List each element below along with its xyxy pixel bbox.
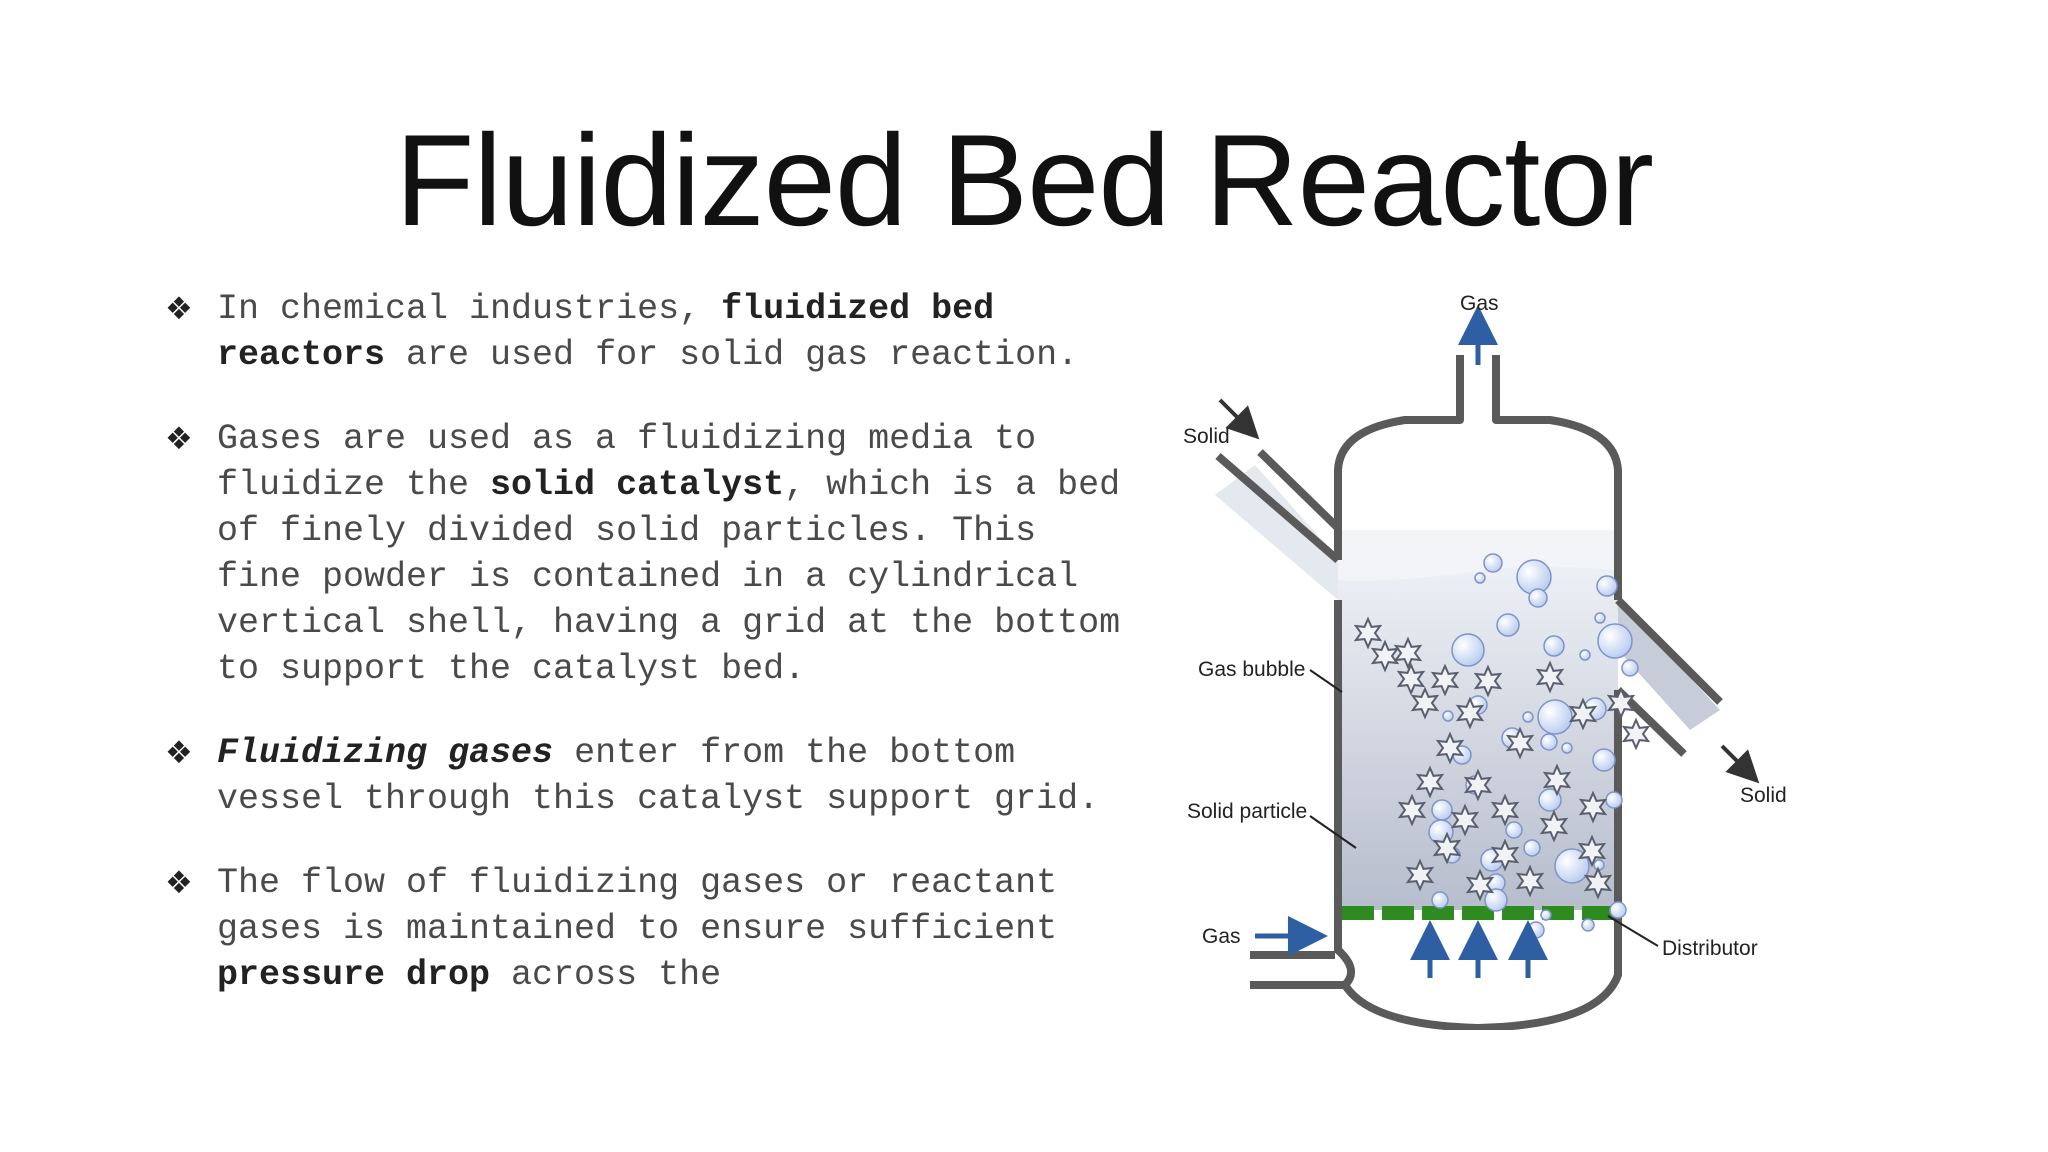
bullet-diamond-icon: ❖ bbox=[165, 291, 193, 327]
bullet-item: ❖ Gases are used as a fluidizing media to… bbox=[165, 416, 1125, 692]
solid-in-arrow bbox=[1218, 398, 1260, 440]
gas-bubble-icon bbox=[1442, 710, 1454, 722]
flow-arrows bbox=[1218, 305, 1760, 978]
gas-bubble-icon bbox=[1431, 799, 1453, 821]
gas-bubble-icon bbox=[1592, 748, 1616, 772]
solid-particle-star-icon bbox=[1542, 763, 1572, 797]
solid-particle-star-icon bbox=[1415, 765, 1445, 799]
bullet-text-segment: fluidized bed reactors bbox=[217, 289, 995, 375]
gas-bubble-icon bbox=[1523, 839, 1541, 857]
solid-particles bbox=[1353, 616, 1651, 902]
fluidized-bed bbox=[1215, 465, 1720, 910]
gas-bubble-icon bbox=[1522, 711, 1534, 723]
solid-particle-star-icon bbox=[1583, 866, 1613, 900]
bullet-text-segment: In chemical industries, bbox=[217, 289, 722, 329]
solid-particle-star-icon bbox=[1515, 864, 1545, 898]
gas-bubble-icon bbox=[1483, 553, 1503, 573]
gas-bubble-icon bbox=[1540, 733, 1558, 751]
gas-bubble-icon bbox=[1581, 918, 1595, 932]
solid-particle-star-icon bbox=[1405, 858, 1435, 892]
bullet-diamond-icon: ❖ bbox=[165, 865, 193, 901]
gas-bubble-icon bbox=[1540, 909, 1552, 921]
bullet-text-segment: Gases are used as a fluidizing media to … bbox=[217, 419, 1037, 505]
label-gas-top: Gas bbox=[1460, 292, 1499, 315]
label-distributor: Distributor bbox=[1662, 937, 1758, 960]
solid-particle-star-icon bbox=[1397, 793, 1427, 827]
solid-particle-leader bbox=[1309, 815, 1357, 849]
gas-bubble-icon bbox=[1543, 635, 1565, 657]
bullet-text-segment: Fluidizing gases bbox=[217, 733, 554, 773]
solid-particle-star-icon bbox=[1353, 616, 1383, 650]
solid-particle-star-icon bbox=[1463, 768, 1493, 802]
slide-title: Fluidized Bed Reactor bbox=[395, 107, 1654, 253]
solid-particle-star-icon bbox=[1396, 662, 1426, 696]
distributor-leader bbox=[1607, 915, 1659, 947]
solid-particle-star-icon bbox=[1577, 834, 1607, 868]
vessel-wall bbox=[1215, 355, 1723, 1030]
bullet-diamond-icon: ❖ bbox=[165, 421, 193, 457]
solid-particle-star-icon bbox=[1432, 831, 1462, 865]
bullet-text-segment: across the bbox=[490, 955, 722, 995]
solid-particle-star-icon bbox=[1473, 664, 1503, 698]
solid-particle-star-icon bbox=[1450, 803, 1480, 837]
solid-particle-star-icon bbox=[1490, 838, 1520, 872]
gas-bubble-icon bbox=[1605, 791, 1623, 809]
fluidized-bed-reactor-diagram: Gas Solid Gas bubble Solid particle Gas … bbox=[1183, 292, 1787, 1030]
solid-particle-star-icon bbox=[1410, 686, 1440, 720]
bullet-item: ❖ The flow of fluidizing gases or reactan… bbox=[165, 860, 1125, 998]
distributor-grid bbox=[1342, 906, 1614, 920]
bullet-text-segment: enter from the bottom vessel through thi… bbox=[217, 733, 1100, 819]
gas-bubble-icon bbox=[1505, 821, 1523, 839]
label-solid-in: Solid bbox=[1183, 425, 1230, 448]
gas-bubble-icon bbox=[1451, 633, 1485, 667]
label-solid-particle: Solid particle bbox=[1187, 800, 1307, 823]
gas-bubble-icon bbox=[1527, 921, 1545, 939]
bullet-text-segment: , which is a bed of finely divided solid… bbox=[217, 465, 1121, 689]
bullet-text-segment: pressure drop bbox=[217, 955, 491, 995]
solid-particle-star-icon bbox=[1465, 868, 1495, 902]
gas-bubble-icon bbox=[1516, 559, 1552, 595]
bullet-text-segment: solid catalyst bbox=[490, 465, 785, 505]
solid-particle-star-icon bbox=[1505, 726, 1535, 760]
solid-particle-star-icon bbox=[1393, 636, 1423, 670]
label-gas-bubble: Gas bubble bbox=[1198, 658, 1305, 681]
gas-bubble-icon bbox=[1609, 901, 1627, 919]
solid-particle-star-icon bbox=[1455, 696, 1485, 730]
solid-particle-star-icon bbox=[1539, 809, 1569, 843]
gas-bubble-icon bbox=[1594, 612, 1606, 624]
gas-bubble-icon bbox=[1597, 623, 1633, 659]
bullet-text-segment: are used for solid gas reaction. bbox=[385, 335, 1079, 375]
gas-bubble-icon bbox=[1537, 699, 1573, 735]
gas-bubble-icon bbox=[1538, 788, 1562, 812]
solid-particle-star-icon bbox=[1490, 793, 1520, 827]
solid-particle-star-icon bbox=[1435, 731, 1465, 765]
gas-bubble-icon bbox=[1484, 888, 1508, 912]
solid-particle-star-icon bbox=[1430, 663, 1460, 697]
gas-bubble-icon bbox=[1579, 649, 1591, 661]
label-solid-out: Solid bbox=[1740, 784, 1787, 807]
gas-bubble-icon bbox=[1596, 575, 1618, 597]
solid-particle-star-icon bbox=[1568, 697, 1598, 731]
bullet-diamond-icon: ❖ bbox=[165, 735, 193, 771]
solid-particle-star-icon bbox=[1535, 660, 1565, 694]
solid-particle-star-icon bbox=[1578, 790, 1608, 824]
gas-bubble-icon bbox=[1528, 588, 1548, 608]
solid-particle-star-icon bbox=[1606, 686, 1636, 720]
gas-bubble-icon bbox=[1431, 891, 1449, 909]
gas-bubble-icon bbox=[1561, 742, 1573, 754]
bullet-item: ❖ Fluidizing gases enter from the bottom … bbox=[165, 730, 1125, 822]
gas-bubble-icon bbox=[1496, 613, 1520, 637]
bullet-list: ❖ In chemical industries, fluidized bed r… bbox=[165, 286, 1125, 1036]
gas-bubble-icon bbox=[1474, 572, 1486, 584]
gas-bubble-icon bbox=[1621, 659, 1639, 677]
bullet-text-segment: The flow of fluidizing gases or reactant… bbox=[217, 863, 1058, 949]
solid-out-arrow bbox=[1720, 744, 1760, 784]
solid-particle-star-icon bbox=[1621, 717, 1651, 751]
gas-bubble-icon bbox=[1593, 859, 1605, 871]
gas-bubble-leader bbox=[1309, 669, 1343, 693]
label-gas-in: Gas bbox=[1202, 925, 1241, 948]
bullet-item: ❖ In chemical industries, fluidized bed r… bbox=[165, 286, 1125, 378]
